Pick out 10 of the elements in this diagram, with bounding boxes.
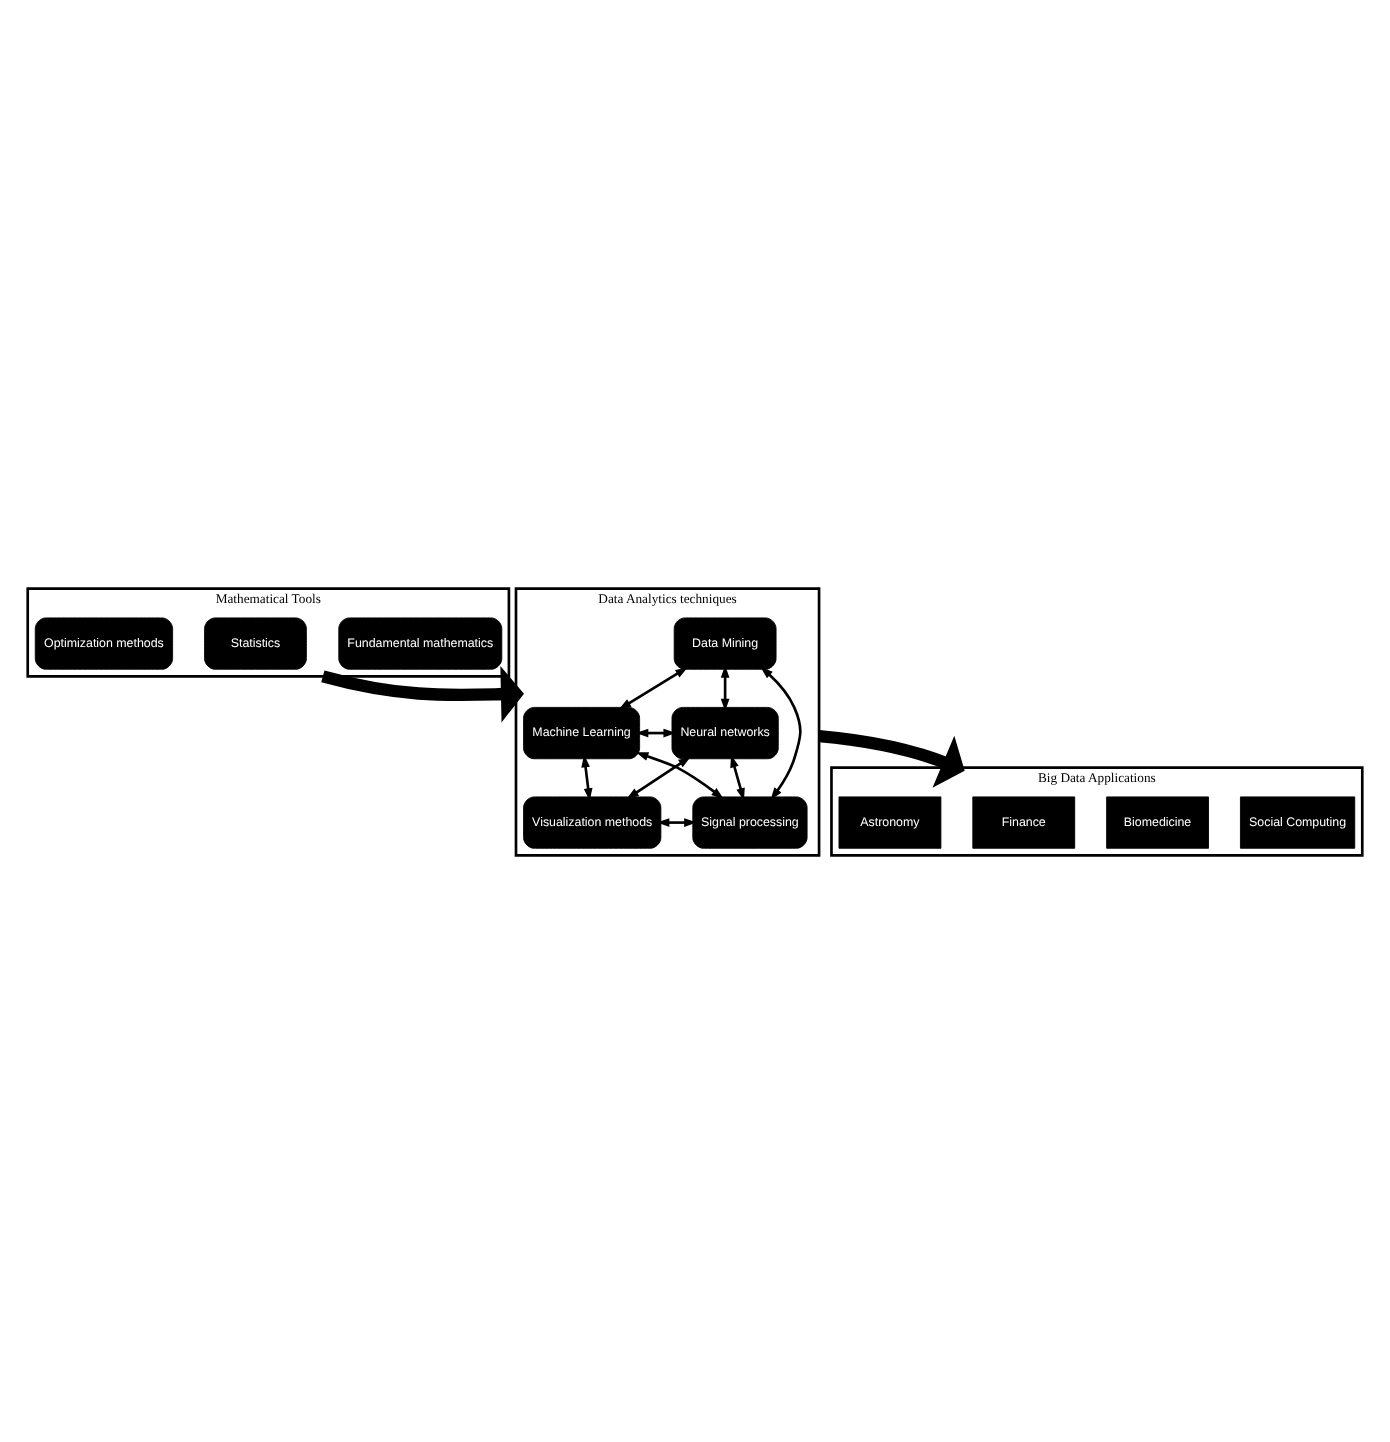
arrow: [635, 751, 724, 799]
arrow: [730, 754, 745, 800]
arrow: [618, 666, 688, 709]
arrow: [321, 664, 524, 722]
arrow: [626, 755, 691, 799]
arrow: [656, 817, 697, 826]
arrow: [818, 729, 965, 787]
arrow: [581, 753, 593, 800]
arrow: [760, 665, 802, 799]
arrow: [720, 664, 730, 711]
